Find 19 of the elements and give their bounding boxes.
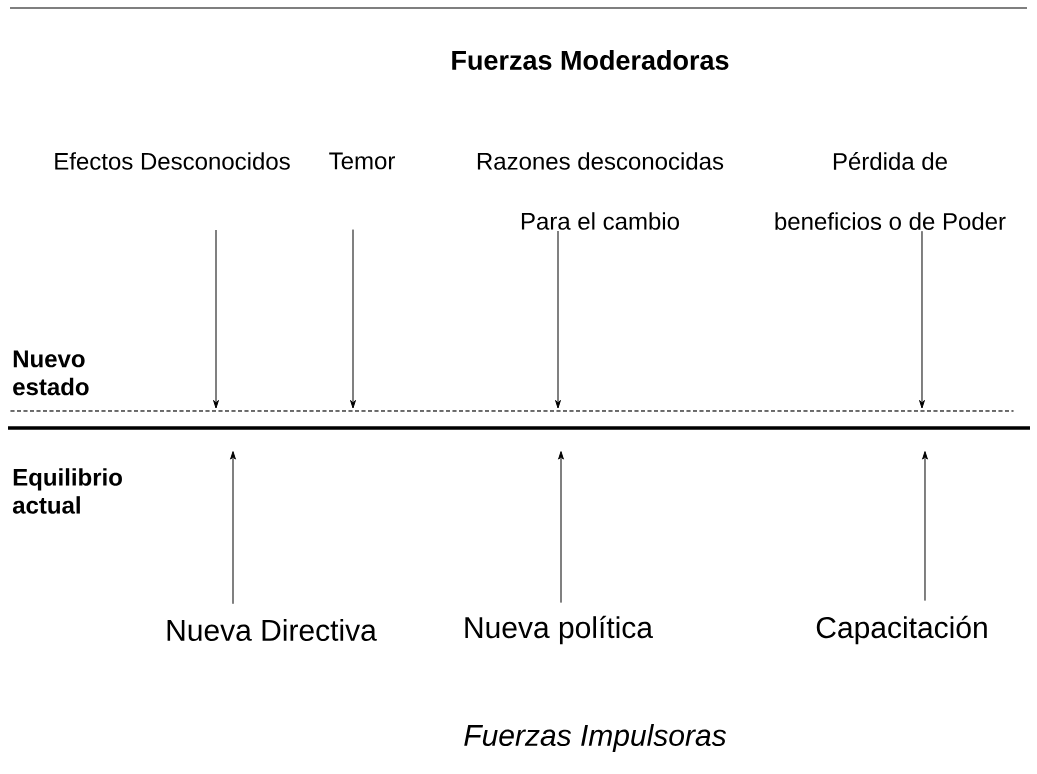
force-label: Nueva política (465, 615, 653, 645)
force-label: Pérdida de beneficios o de Poder (775, 152, 1006, 230)
arrow (230, 451, 236, 605)
state-label: Nuevo estado (13, 350, 89, 396)
arrow (922, 451, 928, 602)
arrow (350, 229, 356, 409)
force-label: Razones desconocidas Para el cambio (477, 152, 724, 230)
arrow (919, 230, 925, 409)
force-label: Nueva Directiva (167, 619, 377, 641)
dashed-line (10, 410, 1014, 412)
arrow (555, 230, 561, 409)
title: Fuerzas Moderadoras (452, 50, 729, 70)
arrow (558, 451, 564, 604)
force-label: Efectos Desconocidos (55, 152, 290, 170)
state-label: Equilibrio actual (12, 468, 122, 514)
caption: Fuerzas Impulsoras (464, 724, 727, 752)
arrow (213, 229, 219, 409)
force-label: Temor (329, 152, 395, 170)
force-label: Capacitación (816, 615, 987, 645)
